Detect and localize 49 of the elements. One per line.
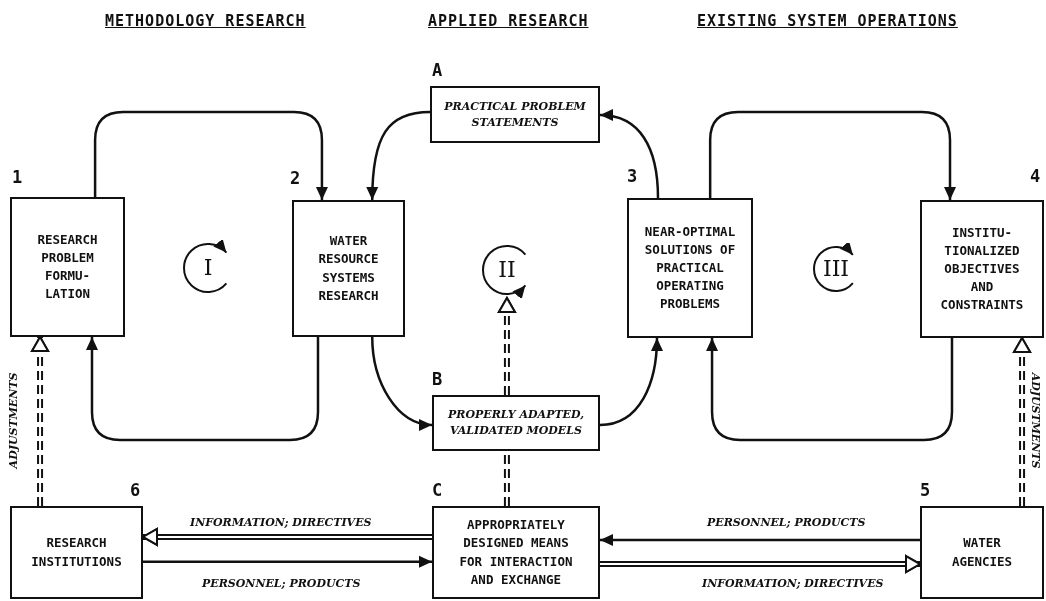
node-tag: 1 [12,167,23,187]
node-tag: 5 [920,480,931,500]
node-tag: 6 [130,480,141,500]
box-label: WATER RESOURCE SYSTEMS RESEARCH [317,232,380,305]
arrow [708,110,956,200]
process-box [10,506,143,599]
box-label: PRACTICAL PROBLEM STATEMENTS [443,98,587,131]
box-label: INSTITU- TIONALIZED OBJECTIVES AND CONSTRAINTS [939,223,1025,315]
edge-label: ADJUSTMENTS [7,371,21,470]
section-heading: APPLIED RESEARCH [428,12,589,30]
arrow [599,337,663,427]
arrow [371,336,433,430]
arrow [706,338,954,442]
arrow [599,110,660,199]
cycle-number: II [498,256,516,285]
edge-label: INFORMATION; DIRECTIVES [700,577,886,590]
box-label: RESEARCH PROBLEM FORMU- LATION [36,230,99,304]
process-box [292,200,405,337]
arrow [93,110,328,200]
node-tag: B [432,369,443,389]
section-heading: METHODOLOGY RESEARCH [105,12,306,30]
arrow [143,555,432,568]
arrow [366,110,431,201]
box-label: NEAR-OPTIMAL SOLUTIONS OF PRACTICAL OPERATING PROBLEMS [643,222,737,314]
node-tag: 3 [627,166,638,186]
process-box [432,395,600,451]
edge-label: INFORMATION; DIRECTIVES [188,516,374,529]
process-box [432,506,600,599]
edge-label: PERSONNEL; PRODUCTS [200,577,363,590]
edge-label: PERSONNEL; PRODUCTS [705,516,868,529]
box-label: RESEARCH INSTITUTIONS [30,534,123,571]
box-label: WATER AGENCIES [950,534,1014,571]
process-box [430,86,600,143]
process-box [920,200,1044,338]
arrow [86,337,320,442]
cycle-number: I [203,254,213,283]
arrow [600,534,920,547]
box-label: APPROPRIATELY DESIGNED MEANS FOR INTERACTION AND EXCHANGE [458,516,574,589]
node-tag: C [432,480,443,500]
node-tag: A [432,60,443,80]
process-box [10,197,125,337]
process-box [920,506,1044,599]
process-box [627,198,753,338]
box-label: PROPERLY ADAPTED, VALIDATED MODELS [447,407,585,439]
edge-label: ADJUSTMENTS [1029,371,1043,470]
section-heading: EXISTING SYSTEM OPERATIONS [697,12,958,30]
node-tag: 4 [1030,166,1041,186]
cycle-number: III [822,255,850,284]
node-tag: 2 [290,168,301,188]
